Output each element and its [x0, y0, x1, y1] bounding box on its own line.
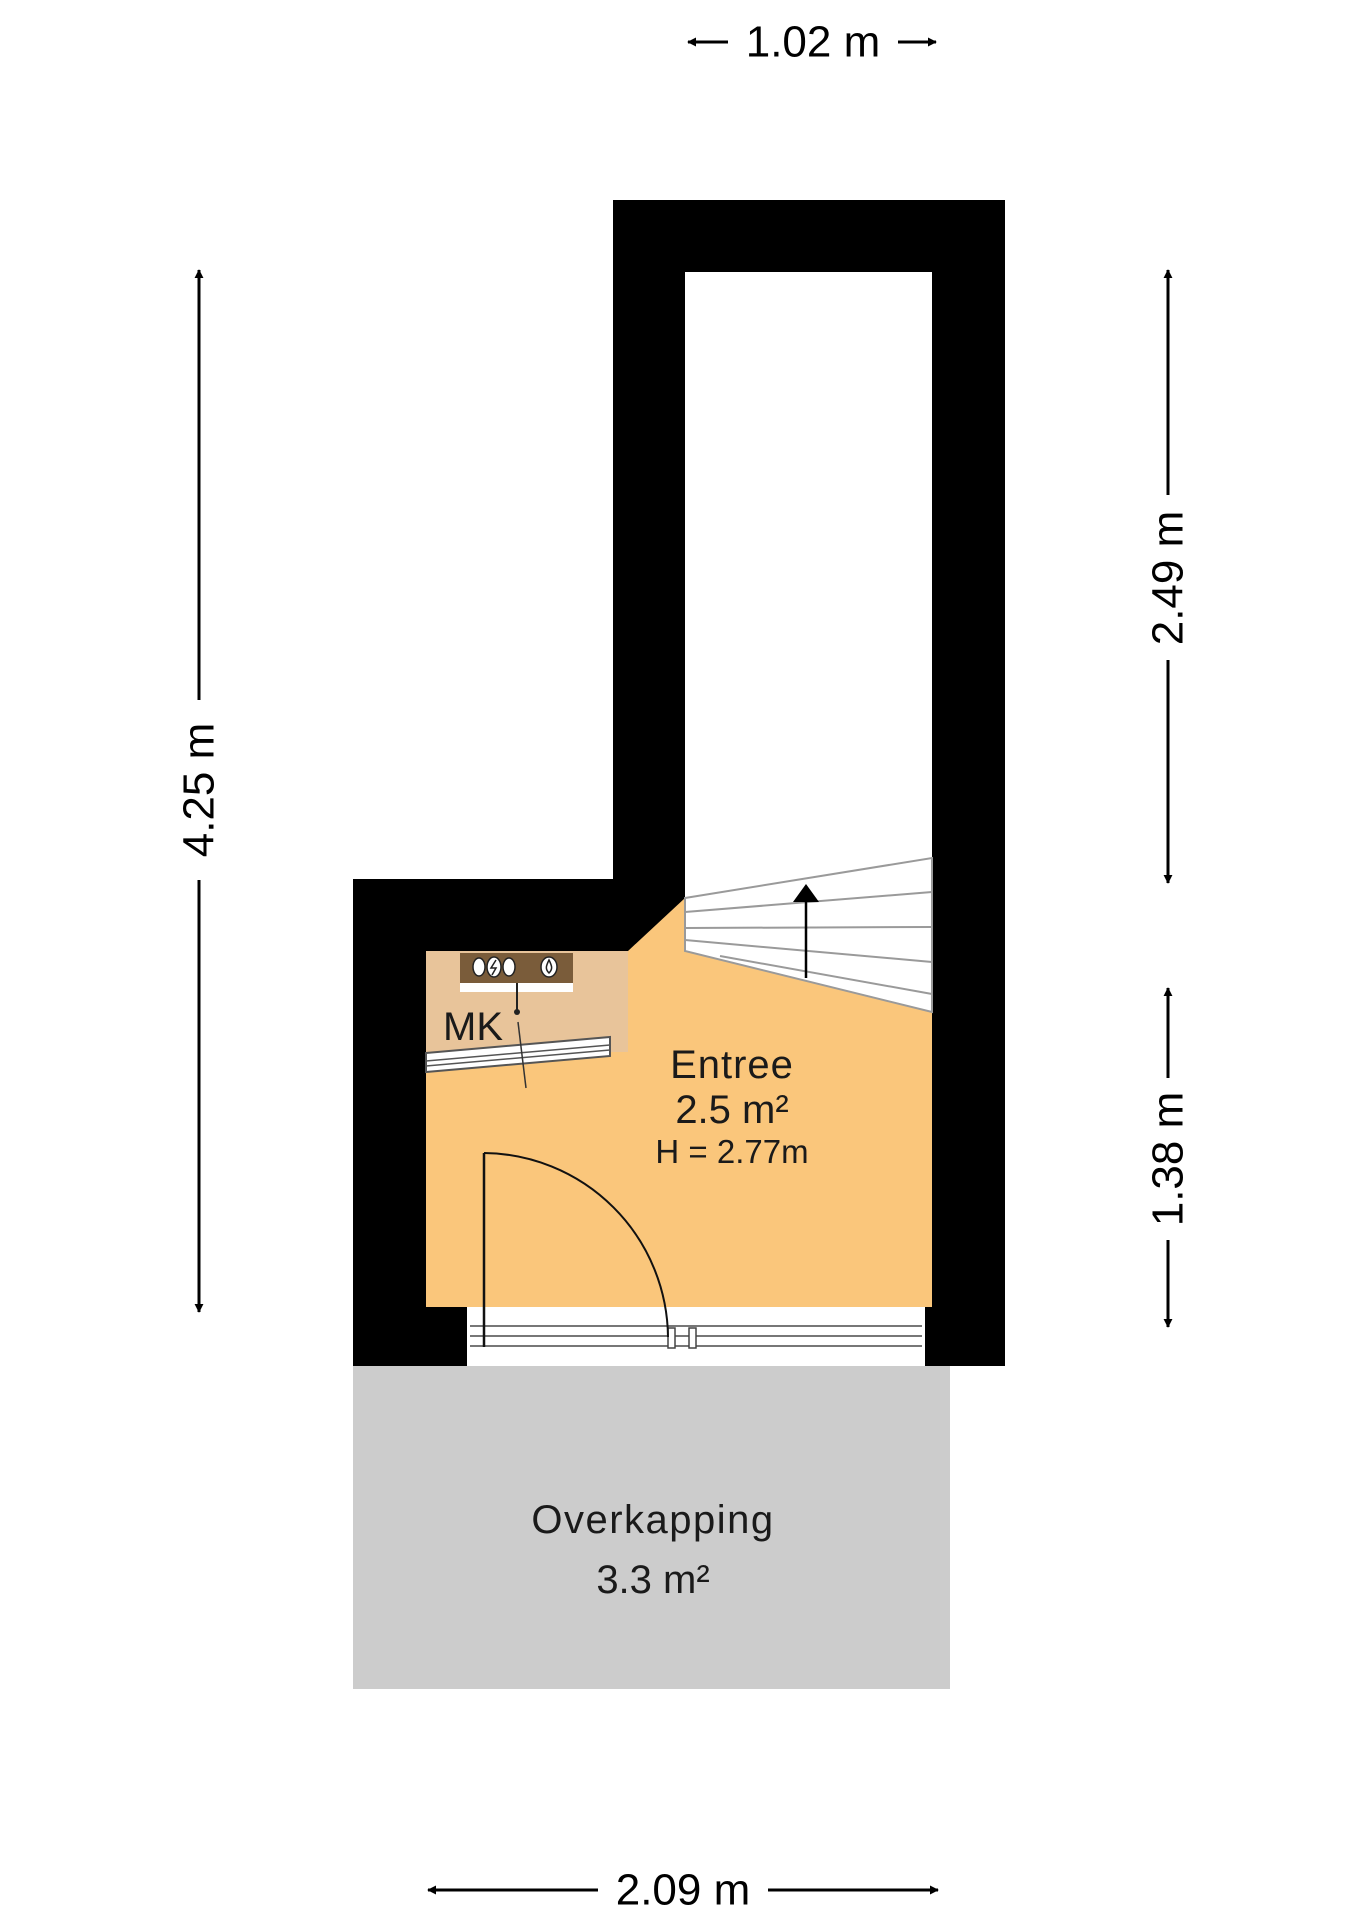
room-name-meterkast: MK [443, 1005, 503, 1049]
room-name-overkapping: Overkapping [531, 1498, 774, 1542]
arrow-up-icon [793, 884, 819, 902]
electricity-bolt-icon [486, 956, 502, 978]
electricity-meter-icon [502, 957, 516, 977]
stair-step [684, 939, 933, 963]
door-swing-arc [483, 1152, 669, 1338]
room-area-overkapping: 3.3 m² [596, 1558, 709, 1602]
dimension-label-right-upper: 2.49 m [1144, 511, 1193, 646]
door-post [688, 1327, 697, 1349]
meterkast-door-swing [517, 1021, 527, 1089]
stair-step [684, 926, 933, 929]
dimension-label-bottom: 2.09 m [616, 1866, 751, 1915]
meterkast-door-line [425, 1049, 611, 1067]
room-area-entree: 2.5 m² [675, 1088, 788, 1132]
meter-panel [460, 953, 573, 1015]
dimension-right-upper: 2.49 m [1144, 269, 1193, 884]
stairs [684, 856, 933, 1014]
room-name-entree: Entree [670, 1043, 794, 1087]
dimension-bottom: 2.09 m [427, 1866, 939, 1915]
water-drop-glyph-icon [545, 958, 553, 975]
dimension-label-top: 1.02 m [746, 18, 881, 67]
meter-cable-end [514, 1009, 520, 1015]
dimension-top: 1.02 m [687, 18, 937, 67]
stair-step [719, 955, 933, 995]
overkapping-label: Overkapping 3.3 m² [531, 1498, 774, 1602]
dimension-left: 4.25 m [175, 269, 224, 1313]
overkapping-floor [353, 1366, 950, 1689]
meterkast-door-line [425, 1044, 611, 1062]
dimension-label-left: 4.25 m [175, 723, 224, 858]
door-post [667, 1327, 676, 1349]
front-facade [467, 1152, 925, 1366]
bolt-glyph-icon [489, 959, 498, 976]
electricity-meter-icon [472, 957, 486, 977]
dimension-right-lower: 1.38 m [1144, 987, 1193, 1328]
water-meter-icon [540, 956, 558, 978]
meterkast-door [425, 1021, 611, 1089]
entree-label: Entree 2.5 m² H = 2.77m [655, 1043, 808, 1170]
room-height-entree: H = 2.77m [655, 1133, 808, 1170]
dimension-label-right-lower: 1.38 m [1144, 1092, 1193, 1227]
